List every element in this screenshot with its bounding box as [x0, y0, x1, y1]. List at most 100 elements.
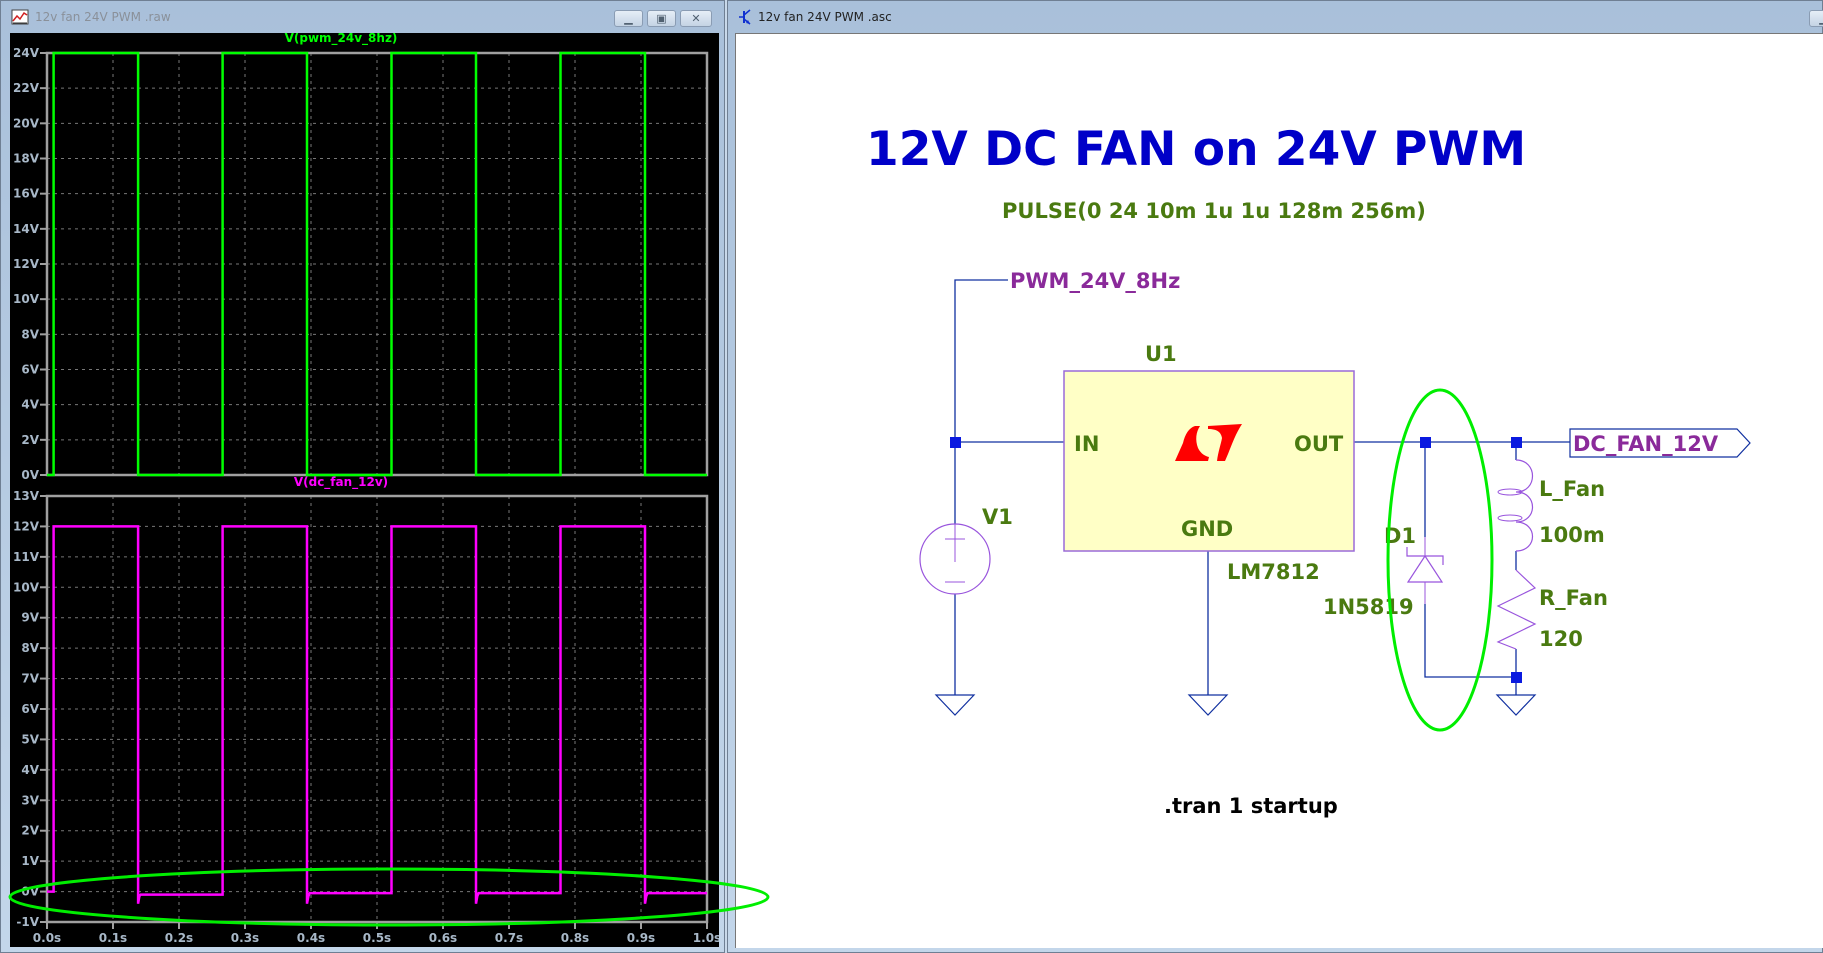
junction-dot: [1511, 437, 1522, 448]
u1-pin-in: IN: [1074, 432, 1099, 456]
junction-dot: [1511, 672, 1522, 683]
wires: [954, 279, 1570, 695]
schematic-minimize-button[interactable]: ▁: [1809, 10, 1823, 27]
plot-pane-fan[interactable]: 13V 12V 11V 10V 9V 8V 7V 6V 5V 4V 3V 2V 1V 0V -1V 0.0s 0…: [13, 489, 721, 945]
y-tick-label: 1V: [21, 854, 39, 868]
waveform-viewer-icon: [11, 9, 29, 25]
x-tick-label: 0.6s: [429, 931, 457, 945]
y-tick-label: 5V: [21, 732, 39, 746]
wire-d1-bottom: [1424, 604, 1516, 678]
y-tick-label: 12V: [13, 257, 40, 271]
minimize-button[interactable]: ▁: [614, 10, 643, 27]
x-tick-label: 0.5s: [363, 931, 391, 945]
net-flag-dc-fan[interactable]: DC_FAN_12V: [1569, 428, 1751, 458]
close-icon: ✕: [691, 12, 701, 25]
source-pulse-spec[interactable]: PULSE(0 24 10m 1u 1u 128m 256m): [1002, 199, 1426, 223]
y-tick-label: 4V: [21, 398, 39, 412]
ground-icon: [934, 694, 976, 716]
x-tick-label: 0.7s: [495, 931, 523, 945]
inductor-l-fan[interactable]: L_Fan 100m: [1497, 459, 1605, 552]
schematic-canvas[interactable]: 12V DC FAN on 24V PWM PULSE(0 24 10m 1u …: [735, 33, 1823, 948]
x-tick-label: 0.4s: [297, 931, 325, 945]
u1-pin-out: OUT: [1294, 432, 1344, 456]
y-tick-label: 20V: [13, 116, 40, 130]
highlight-ellipse-diode: [1386, 388, 1494, 732]
spice-directive[interactable]: .tran 1 startup: [1164, 794, 1338, 818]
y-tick-label: 16V: [13, 187, 40, 201]
schematic-title: 12V DC FAN on 24V PWM: [866, 122, 1526, 177]
d1-part: 1N5819: [1323, 595, 1414, 619]
x-tick-label: 0.2s: [165, 931, 193, 945]
ground-icon: [1187, 694, 1229, 716]
output-port-icon: [1569, 428, 1751, 458]
y-tick-label: 9V: [21, 611, 39, 625]
y-tick-label: 0V: [21, 468, 39, 482]
y-tick-label: 4V: [21, 763, 39, 777]
y-tick-label: 3V: [21, 793, 39, 807]
u1-part: LM7812: [1227, 560, 1320, 584]
y-tick-label: 2V: [21, 433, 39, 447]
y-tick-label: 13V: [13, 489, 40, 503]
transistor-schematic-icon: [739, 9, 751, 25]
y-tick-label: 8V: [21, 327, 39, 341]
ground-icon: [1495, 694, 1537, 716]
junction-dot: [950, 437, 961, 448]
y-tick-label: 14V: [13, 222, 40, 236]
minimize-icon: ▁: [1819, 12, 1823, 25]
voltage-source-v1[interactable]: V1: [919, 505, 1013, 595]
waveform-window: 12v fan 24V PWM .raw ▁ ▣ ✕ 24V 22V 20V 18V 1…: [0, 0, 725, 953]
voltage-source-icon: [919, 523, 991, 595]
x-tick-label: 1.0s: [693, 931, 719, 945]
y-tick-label: 0V: [21, 885, 39, 899]
net-label-pwm[interactable]: PWM_24V_8Hz: [1010, 269, 1180, 293]
linear-tech-logo-icon: [1175, 424, 1242, 461]
waveform-window-titlebar[interactable]: 12v fan 24V PWM .raw ▁ ▣ ✕: [1, 1, 724, 32]
net-label-dc-fan: DC_FAN_12V: [1573, 432, 1719, 456]
v1-ref: V1: [982, 505, 1013, 529]
y-tick-label: 12V: [13, 519, 40, 533]
close-button[interactable]: ✕: [680, 10, 712, 27]
inductor-icon: [1515, 459, 1533, 552]
waveform-plots[interactable]: 24V 22V 20V 18V 16V 14V 12V 10V 8V 6V 4V 2V 0V 13V 12…: [10, 31, 721, 947]
y-tick-label: 24V: [13, 46, 40, 60]
y-tick-label: 7V: [21, 672, 39, 686]
schematic-drawing[interactable]: 12V DC FAN on 24V PWM PULSE(0 24 10m 1u …: [736, 34, 1823, 949]
wire-pwm-net: [954, 279, 1008, 524]
x-tick-label: 0.0s: [33, 931, 61, 945]
maximize-icon: ▣: [656, 12, 667, 25]
y-tick-label: 18V: [13, 152, 40, 166]
y-tick-label: 8V: [21, 641, 39, 655]
maximize-button[interactable]: ▣: [647, 10, 676, 27]
x-tick-label: 0.1s: [99, 931, 127, 945]
grounds: [934, 694, 1537, 716]
x-tick-label: 0.9s: [627, 931, 655, 945]
y-tick-label: 11V: [13, 550, 40, 564]
schematic-window-title: 12v fan 24V PWM .asc: [758, 10, 892, 24]
u1-pin-gnd: GND: [1181, 517, 1233, 541]
y-tick-label: 10V: [13, 292, 40, 306]
waveform-window-title: 12v fan 24V PWM .raw: [35, 10, 171, 24]
junctions: [950, 437, 1522, 683]
y-tick-label: 6V: [21, 363, 39, 377]
trace-title-fan[interactable]: V(dc_fan_12v): [294, 475, 388, 490]
resistor-r-fan[interactable]: R_Fan 120: [1496, 569, 1608, 651]
l-fan-value: 100m: [1539, 523, 1605, 547]
y-tick-label: 6V: [21, 702, 39, 716]
trace-pwm[interactable]: [47, 51, 707, 477]
trace-title-pwm[interactable]: V(pwm_24v_8hz): [285, 31, 398, 46]
schematic-window-titlebar[interactable]: 12v fan 24V PWM .asc ▁: [728, 1, 1823, 32]
r-fan-value: 120: [1539, 627, 1583, 651]
regulator-u1[interactable]: U1 IN OUT GND LM7812: [1063, 342, 1355, 584]
waveform-plot-area[interactable]: 24V 22V 20V 18V 16V 14V 12V 10V 8V 6V 4V 2V 0V 13V 12…: [10, 31, 721, 947]
x-tick-label: 0.8s: [561, 931, 589, 945]
plot-pane-pwm[interactable]: 24V 22V 20V 18V 16V 14V 12V 10V 8V 6V 4V 2V 0V: [13, 46, 709, 482]
schematic-window: 12v fan 24V PWM .asc ▁ 12V DC FAN on 24V…: [727, 0, 1823, 953]
y-tick-label: 10V: [13, 580, 40, 594]
l-fan-ref: L_Fan: [1539, 477, 1605, 501]
schottky-diode-icon: [1406, 554, 1444, 583]
resistor-icon: [1496, 569, 1537, 650]
y-tick-label: -1V: [16, 915, 39, 929]
r-fan-ref: R_Fan: [1539, 586, 1608, 610]
y-tick-label: 2V: [21, 824, 39, 838]
y-tick-label: 22V: [13, 81, 40, 95]
